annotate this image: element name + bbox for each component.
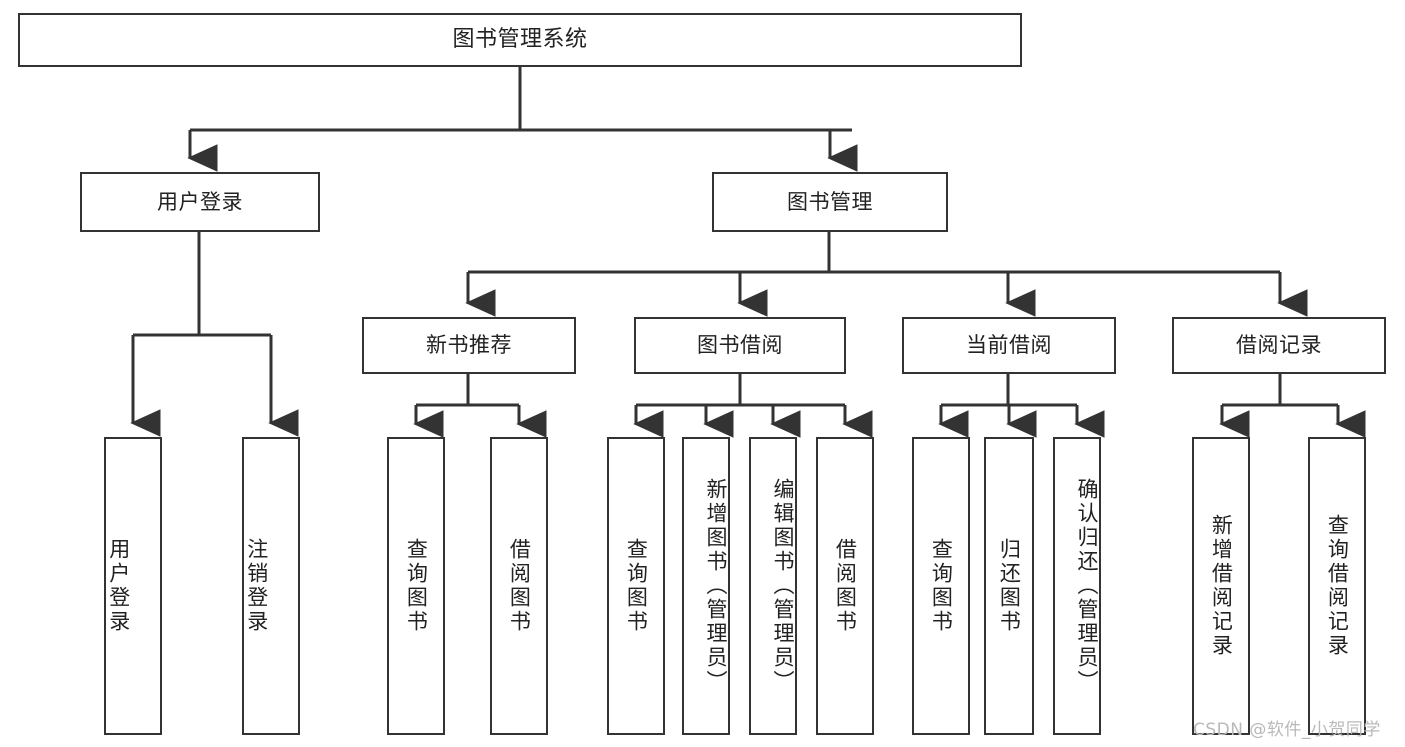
node-label: 查询图书 (929, 538, 954, 634)
node-label: 归还图书 (997, 538, 1022, 634)
node-book-borrow[interactable]: 图书借阅 (634, 317, 846, 374)
node-book-management[interactable]: 图书管理 (712, 172, 948, 232)
leaf-query-book-borrow[interactable]: 查询图书 (607, 437, 665, 735)
leaf-query-borrow-record[interactable]: 查询借阅记录 (1308, 437, 1366, 735)
node-label: 图书管理 (787, 189, 873, 214)
node-label: 新书推荐 (426, 333, 512, 358)
node-root-book-management-system[interactable]: 图书管理系统 (18, 13, 1022, 67)
node-label: 图书管理系统 (452, 27, 588, 53)
leaf-add-book-admin[interactable]: 新增图书（管理员） (682, 437, 730, 735)
node-label: 借阅图书 (507, 538, 532, 634)
node-label: 当前借阅 (966, 333, 1052, 358)
leaf-query-book-current[interactable]: 查询图书 (912, 437, 970, 735)
csdn-watermark: CSDN @软件_小贺同学 (1193, 720, 1381, 740)
leaf-confirm-return-admin[interactable]: 确认归还（管理员） (1053, 437, 1101, 735)
node-label: 用户登录 (106, 538, 131, 634)
leaf-logout[interactable]: 注销登录 (242, 437, 300, 735)
node-label: 查询图书 (624, 538, 649, 634)
node-label: 图书借阅 (697, 333, 783, 358)
node-label: 注销登录 (244, 538, 269, 634)
node-borrow-record[interactable]: 借阅记录 (1172, 317, 1386, 374)
leaf-user-login[interactable]: 用户登录 (104, 437, 162, 735)
leaf-borrow-book-borrow[interactable]: 借阅图书 (816, 437, 874, 735)
node-label: 查询借阅记录 (1325, 514, 1350, 658)
leaf-return-book[interactable]: 归还图书 (984, 437, 1034, 735)
node-label: 借阅记录 (1236, 333, 1322, 358)
leaf-add-borrow-record[interactable]: 新增借阅记录 (1192, 437, 1250, 735)
node-label: 编辑图书（管理员） (771, 478, 795, 694)
node-user-login[interactable]: 用户登录 (80, 172, 320, 232)
leaf-query-book-newbook[interactable]: 查询图书 (387, 437, 445, 735)
leaf-borrow-book-newbook[interactable]: 借阅图书 (490, 437, 548, 735)
node-label: 借阅图书 (833, 538, 858, 634)
node-label: 查询图书 (404, 538, 429, 634)
node-label: 新增借阅记录 (1209, 514, 1234, 658)
node-current-borrow[interactable]: 当前借阅 (902, 317, 1116, 374)
node-label: 用户登录 (157, 189, 243, 214)
node-label: 确认归还（管理员） (1075, 478, 1099, 694)
node-new-book-recommendation[interactable]: 新书推荐 (362, 317, 576, 374)
node-label: 新增图书（管理员） (704, 478, 728, 694)
leaf-edit-book-admin[interactable]: 编辑图书（管理员） (749, 437, 797, 735)
